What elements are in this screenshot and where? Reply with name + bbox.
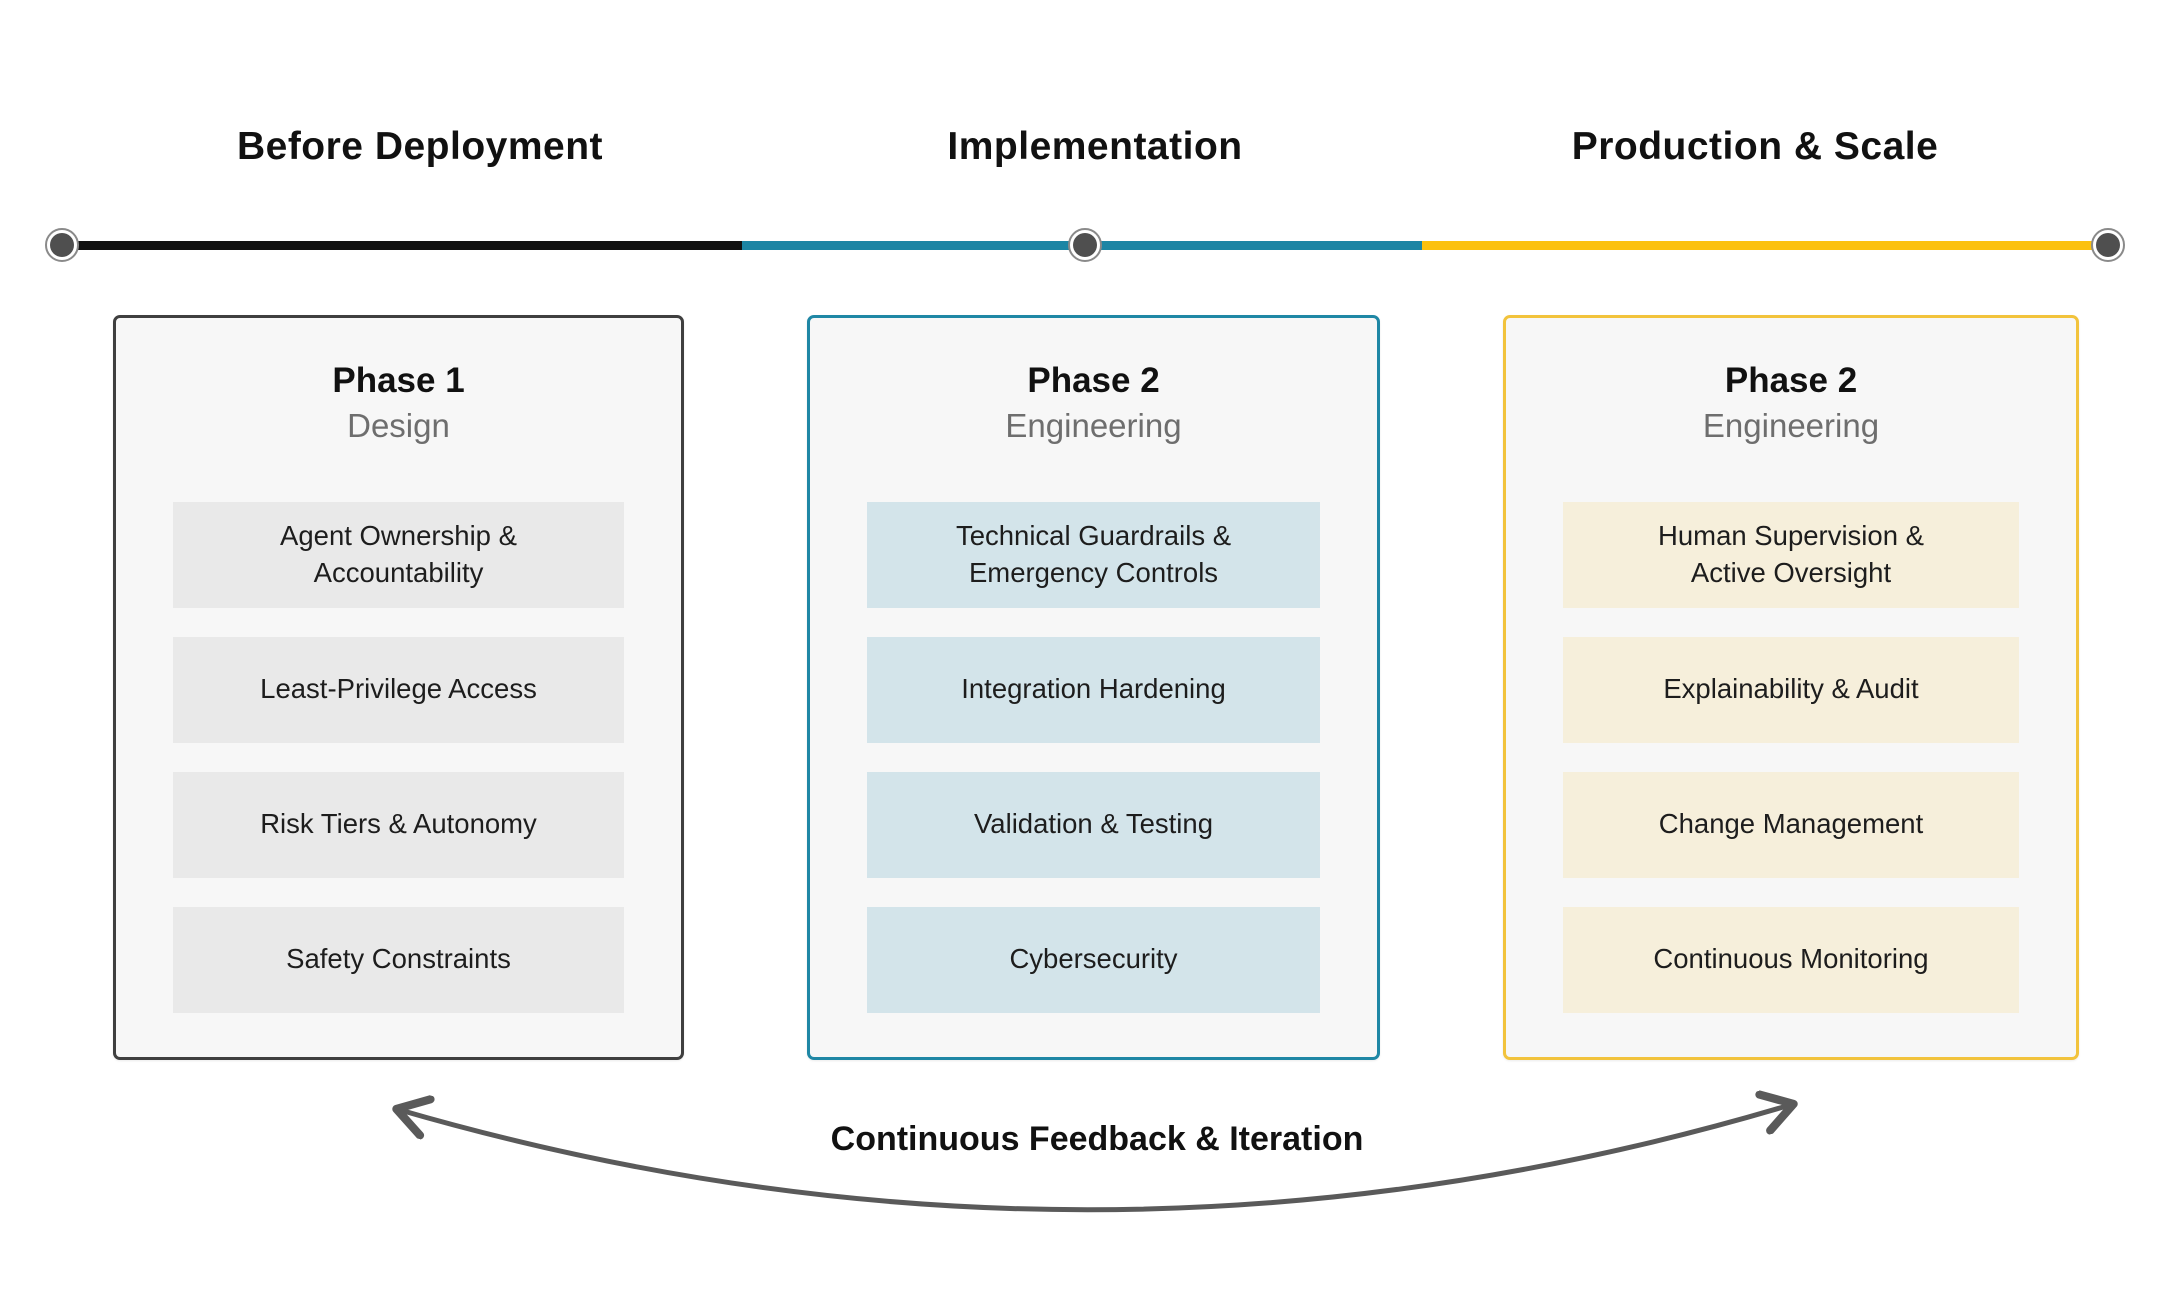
phase-subtitle: Engineering [1702,407,1880,444]
phase-item: Risk Tiers & Autonomy [173,771,624,878]
timeline-node-dot [1073,233,1097,257]
stage-label-production-scale: Production & Scale [1571,125,1939,168]
phase-item-list: Technical Guardrails & Emergency Control… [867,501,1320,1013]
timeline-node-start [45,228,79,262]
feedback-label: Continuous Feedback & Iteration [830,1120,1364,1158]
phase-title: Phase 2 [1724,361,1858,400]
timeline-node-dot [50,233,74,257]
phase-subtitle: Design [347,407,450,444]
phase-item: Explainability & Audit [1563,636,2019,743]
phase-item: Safety Constraints [173,906,624,1013]
stage-label-implementation: Implementation [947,125,1243,168]
phase-item: Continuous Monitoring [1563,906,2019,1013]
phase-item: Least-Privilege Access [173,636,624,743]
phase-item: Change Management [1563,771,2019,878]
phase-subtitle: Engineering [1005,407,1182,444]
phase-item: Cybersecurity [867,906,1320,1013]
phase-item: Human Supervision & Active Oversight [1563,501,2019,608]
timeline-segment-before-deployment [62,241,742,250]
phase-item: Integration Hardening [867,636,1320,743]
phase-title: Phase 2 [1027,361,1160,400]
timeline-node-dot [2096,233,2120,257]
phase-item: Agent Ownership & Accountability [173,501,624,608]
timeline-node-middle [1068,228,1102,262]
stage-label-before-deployment: Before Deployment [236,125,604,168]
phase-item: Technical Guardrails & Emergency Control… [867,501,1320,608]
phase-title: Phase 1 [332,361,465,400]
timeline-node-end [2091,228,2125,262]
phase-item: Validation & Testing [867,771,1320,878]
timeline-segment-production-scale [1422,241,2108,250]
